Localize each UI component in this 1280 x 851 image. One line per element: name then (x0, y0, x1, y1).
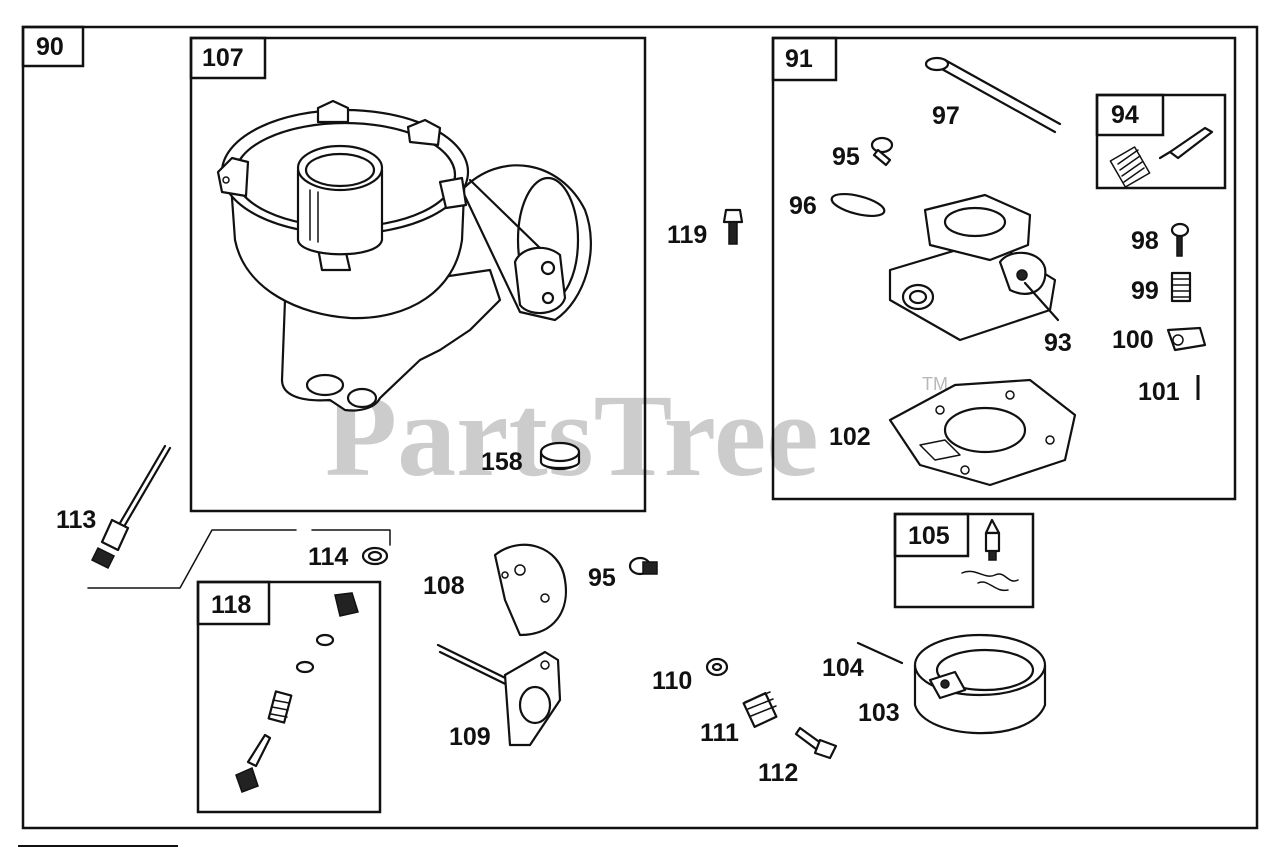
part-113-needle (90, 444, 172, 570)
part-100-clip (1166, 326, 1207, 352)
part-label-110: 110 (652, 667, 692, 695)
box-91: 91 94 97 95 (771, 36, 1237, 501)
part-118-needle-kit (235, 592, 359, 793)
part-label-104: 104 (822, 654, 864, 682)
part-97-shaft (924, 56, 1062, 134)
part-label-100: 100 (1112, 326, 1154, 354)
part-label-111: 111 (700, 719, 739, 747)
part-label-113: 113 (56, 506, 96, 534)
part-label-119: 119 (667, 221, 707, 249)
part-114-o-ring (361, 546, 389, 566)
watermark: PartsTree TM (325, 370, 948, 501)
part-label-108: 108 (423, 572, 465, 600)
box-118: 118 (196, 580, 382, 814)
part-104-float-pin (856, 641, 904, 665)
part-103-float (913, 633, 1047, 735)
part-label-95-lower: 95 (588, 564, 616, 592)
part-label-102: 102 (829, 423, 871, 451)
part-label-109: 109 (449, 723, 491, 751)
part-96-disc (830, 192, 886, 218)
part-label-96: 96 (789, 192, 817, 220)
part-111-spring (742, 691, 778, 728)
part-108-throttle-plate (493, 543, 567, 637)
part-98-screw (1170, 222, 1190, 257)
watermark-trademark: TM (922, 374, 948, 394)
upper-body-casting (888, 193, 1060, 342)
part-158-plug (539, 441, 581, 471)
part-label-97: 97 (932, 102, 960, 130)
part-119-screw (722, 208, 744, 245)
box-label-118: 118 (211, 591, 251, 619)
assembly-bracket-lines (87, 529, 391, 589)
watermark-text: PartsTree (325, 370, 819, 501)
part-110-washer (705, 657, 729, 677)
part-label-99: 99 (1131, 277, 1159, 305)
part-label-101: 101 (1138, 378, 1180, 406)
part-label-112: 112 (758, 759, 798, 787)
part-label-98: 98 (1131, 227, 1159, 255)
part-102-gasket (888, 378, 1077, 487)
part-99-spring (1170, 271, 1192, 303)
part-label-103: 103 (858, 699, 900, 727)
box-label-105: 105 (908, 522, 950, 550)
part-109-throttle-shaft (436, 643, 562, 747)
part-label-158: 158 (481, 448, 523, 476)
part-94-needle-and-spring (1109, 126, 1214, 188)
part-105-inlet-needle (961, 518, 1019, 592)
part-label-114: 114 (308, 543, 348, 571)
box-94: 94 (1095, 93, 1227, 190)
part-95-screw-upper (870, 136, 894, 167)
box-105: 105 (893, 512, 1035, 609)
part-95-screw-lower (628, 556, 658, 576)
box-label-107: 107 (202, 44, 244, 72)
assembly-90-frame: 90 (21, 25, 1259, 830)
box-label-94: 94 (1111, 101, 1139, 129)
box-107: 107 (189, 36, 647, 513)
carburetor-body-drawing (216, 99, 592, 412)
part-label-95-upper: 95 (832, 143, 860, 171)
box-label-90: 90 (36, 33, 64, 61)
part-112-screw (794, 726, 838, 760)
box-label-91: 91 (785, 45, 813, 73)
part-label-93: 93 (1044, 329, 1072, 357)
